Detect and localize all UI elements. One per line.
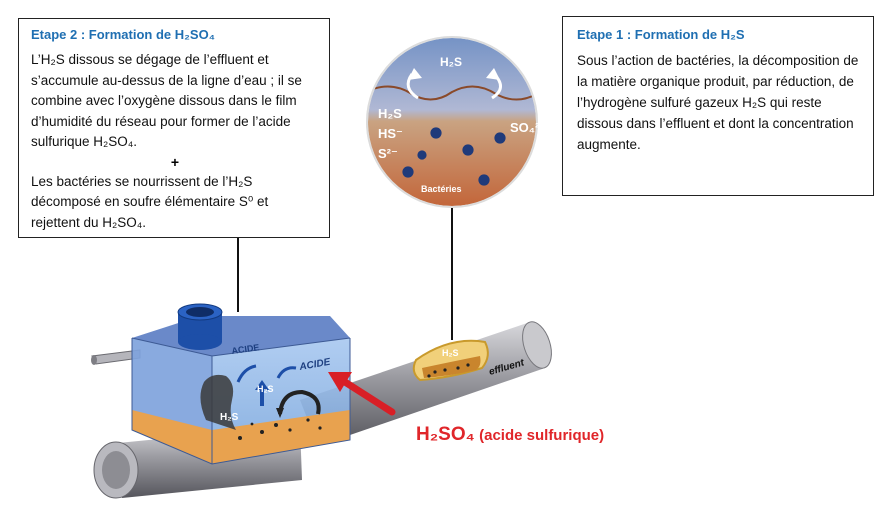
small-inlet-pipe bbox=[91, 349, 141, 365]
circle-sulfate-label: SO₄²⁻ bbox=[510, 120, 546, 135]
step2-paragraph-2: Les bactéries se nourrissent de l’H₂S dé… bbox=[31, 173, 269, 230]
manhole-chimney bbox=[177, 303, 223, 350]
manhole-acide-wall: ACIDE bbox=[231, 342, 260, 356]
curve-arrow-left bbox=[236, 364, 257, 383]
circle-species-3: S²⁻ bbox=[378, 146, 398, 161]
acid-name: (acide sulfurique) bbox=[479, 427, 605, 444]
step2-box: Etape 2 : Formation de H₂SO₄ L’H₂S disso… bbox=[18, 18, 330, 238]
acid-formula: H₂SO₄ bbox=[416, 424, 475, 445]
h2s-plume bbox=[200, 374, 236, 430]
pipe-h2s-label: H₂S bbox=[442, 348, 459, 358]
pipe-cutout bbox=[412, 339, 489, 382]
manhole-h2s-gas: H₂S bbox=[257, 384, 274, 394]
acid-label: H₂SO₄ (acide sulfurique) bbox=[416, 424, 604, 446]
step1-paragraph: Sous l’action de bactéries, la décomposi… bbox=[577, 53, 859, 152]
manhole-h2s-sediment: H₂S bbox=[220, 412, 239, 423]
circle-species-2: HS⁻ bbox=[378, 126, 403, 141]
step1-box: Etape 1 : Formation de H₂S Sous l’action… bbox=[562, 16, 874, 196]
circle-bacteria-label: Bactéries bbox=[421, 184, 462, 194]
circle-gas-label: H₂S bbox=[440, 55, 462, 69]
curve-arrow-right bbox=[276, 366, 297, 379]
manhole-chamber bbox=[131, 316, 351, 465]
swirl-arrow bbox=[278, 389, 321, 415]
step1-title: Etape 1 : Formation de H₂S bbox=[577, 27, 745, 42]
step2-paragraph-1: L’H₂S dissous se dégage de l’effluent et… bbox=[31, 52, 302, 149]
step2-title: Etape 2 : Formation de H₂SO₄ bbox=[31, 27, 215, 42]
circle-species-1: H₂S bbox=[378, 106, 402, 121]
acid-red-arrow bbox=[341, 378, 396, 416]
zoom-circle: H₂S H₂S HS⁻ S²⁻ SO₄²⁻ Bactéries bbox=[366, 36, 546, 208]
step2-plus: + bbox=[170, 153, 180, 170]
